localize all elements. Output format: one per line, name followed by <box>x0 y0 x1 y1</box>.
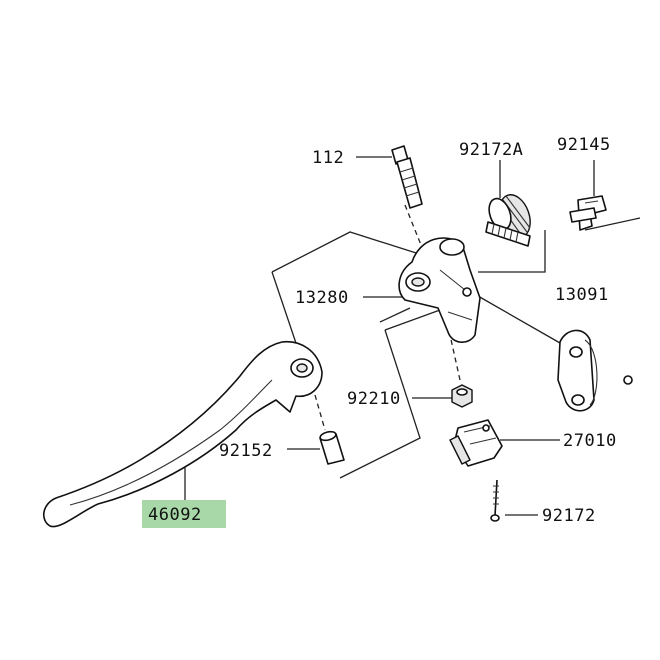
label-92145[interactable]: 92145 <box>557 135 611 155</box>
screw-92172 <box>490 479 500 522</box>
highlight-box-46092 <box>142 500 226 528</box>
nut-92210 <box>451 384 473 408</box>
leader-lines <box>184 156 641 516</box>
holder-13280 <box>398 237 481 343</box>
clip-92145 <box>569 195 607 231</box>
part-labels: 112 92172A 92145 13280 13091 92210 92152… <box>148 135 617 526</box>
label-13091[interactable]: 13091 <box>555 285 609 305</box>
label-27010[interactable]: 27010 <box>563 431 617 451</box>
label-112[interactable]: 112 <box>312 148 344 168</box>
clamp-13091 <box>557 329 633 412</box>
collar-92152 <box>319 430 345 465</box>
label-92172[interactable]: 92172 <box>542 506 596 526</box>
label-46092[interactable]: 46092 <box>148 505 202 525</box>
label-92210[interactable]: 92210 <box>347 389 401 409</box>
label-92172A[interactable]: 92172A <box>459 140 523 160</box>
adjuster-92172A <box>485 194 531 247</box>
label-92152[interactable]: 92152 <box>219 441 273 461</box>
switch-27010 <box>449 419 503 467</box>
label-13280[interactable]: 13280 <box>295 288 349 308</box>
bolt-112 <box>391 145 423 209</box>
lever-46092 <box>43 341 323 528</box>
